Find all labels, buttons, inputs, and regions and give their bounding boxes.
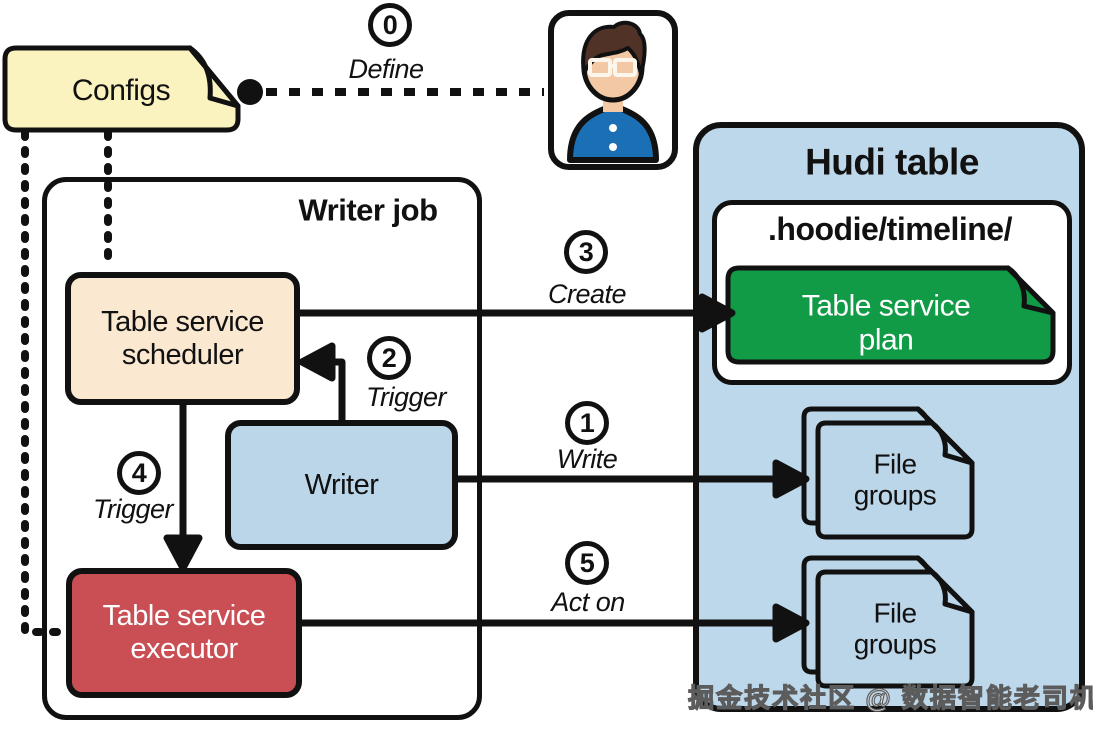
step-3-badge: 3 [564,230,608,274]
table-service-executor-label: Table service executor [102,600,266,665]
step-0-label: Define [348,54,424,84]
configs-connector-dot [237,79,263,105]
step-5-badge: 5 [565,541,609,585]
writer-box: Writer [225,420,458,550]
writer-job-title: Writer job [298,192,438,228]
table-service-scheduler-label: Table service scheduler [101,305,264,371]
step-4-label: Trigger [92,494,174,524]
step-4-badge: 4 [117,451,161,495]
step-2-label: Trigger [365,382,447,412]
avatar-button [609,124,617,132]
user-avatar [548,10,678,170]
avatar-glasses [588,58,637,77]
timeline-title: .hoodie/timeline/ [768,211,1012,248]
step-3-label: Create [547,279,627,309]
step-5-label: Act on [551,587,625,617]
file-groups-top-label: File groups [853,448,937,511]
configs-label: Configs [71,74,171,108]
file-groups-bottom-label: File groups [853,597,937,660]
watermark-text: 掘金技术社区 @ 数据智能老司机 [687,682,1093,713]
table-service-scheduler-box: Table service scheduler [65,272,300,405]
writer-label: Writer [304,468,379,501]
avatar-neck [603,88,623,112]
avatar-torso [567,106,659,163]
table-service-plan-label: Table service plan [801,289,971,356]
step-1-label: Write [556,444,618,474]
avatar-head [581,31,645,103]
step-2-badge: 2 [367,336,411,380]
hudi-table-title: Hudi table [805,141,979,183]
avatar-hair [581,20,647,76]
step-0-badge: 0 [368,3,412,47]
table-service-executor-box: Table service executor [66,568,302,698]
avatar-button [609,143,617,151]
step-1-badge: 1 [565,401,609,445]
